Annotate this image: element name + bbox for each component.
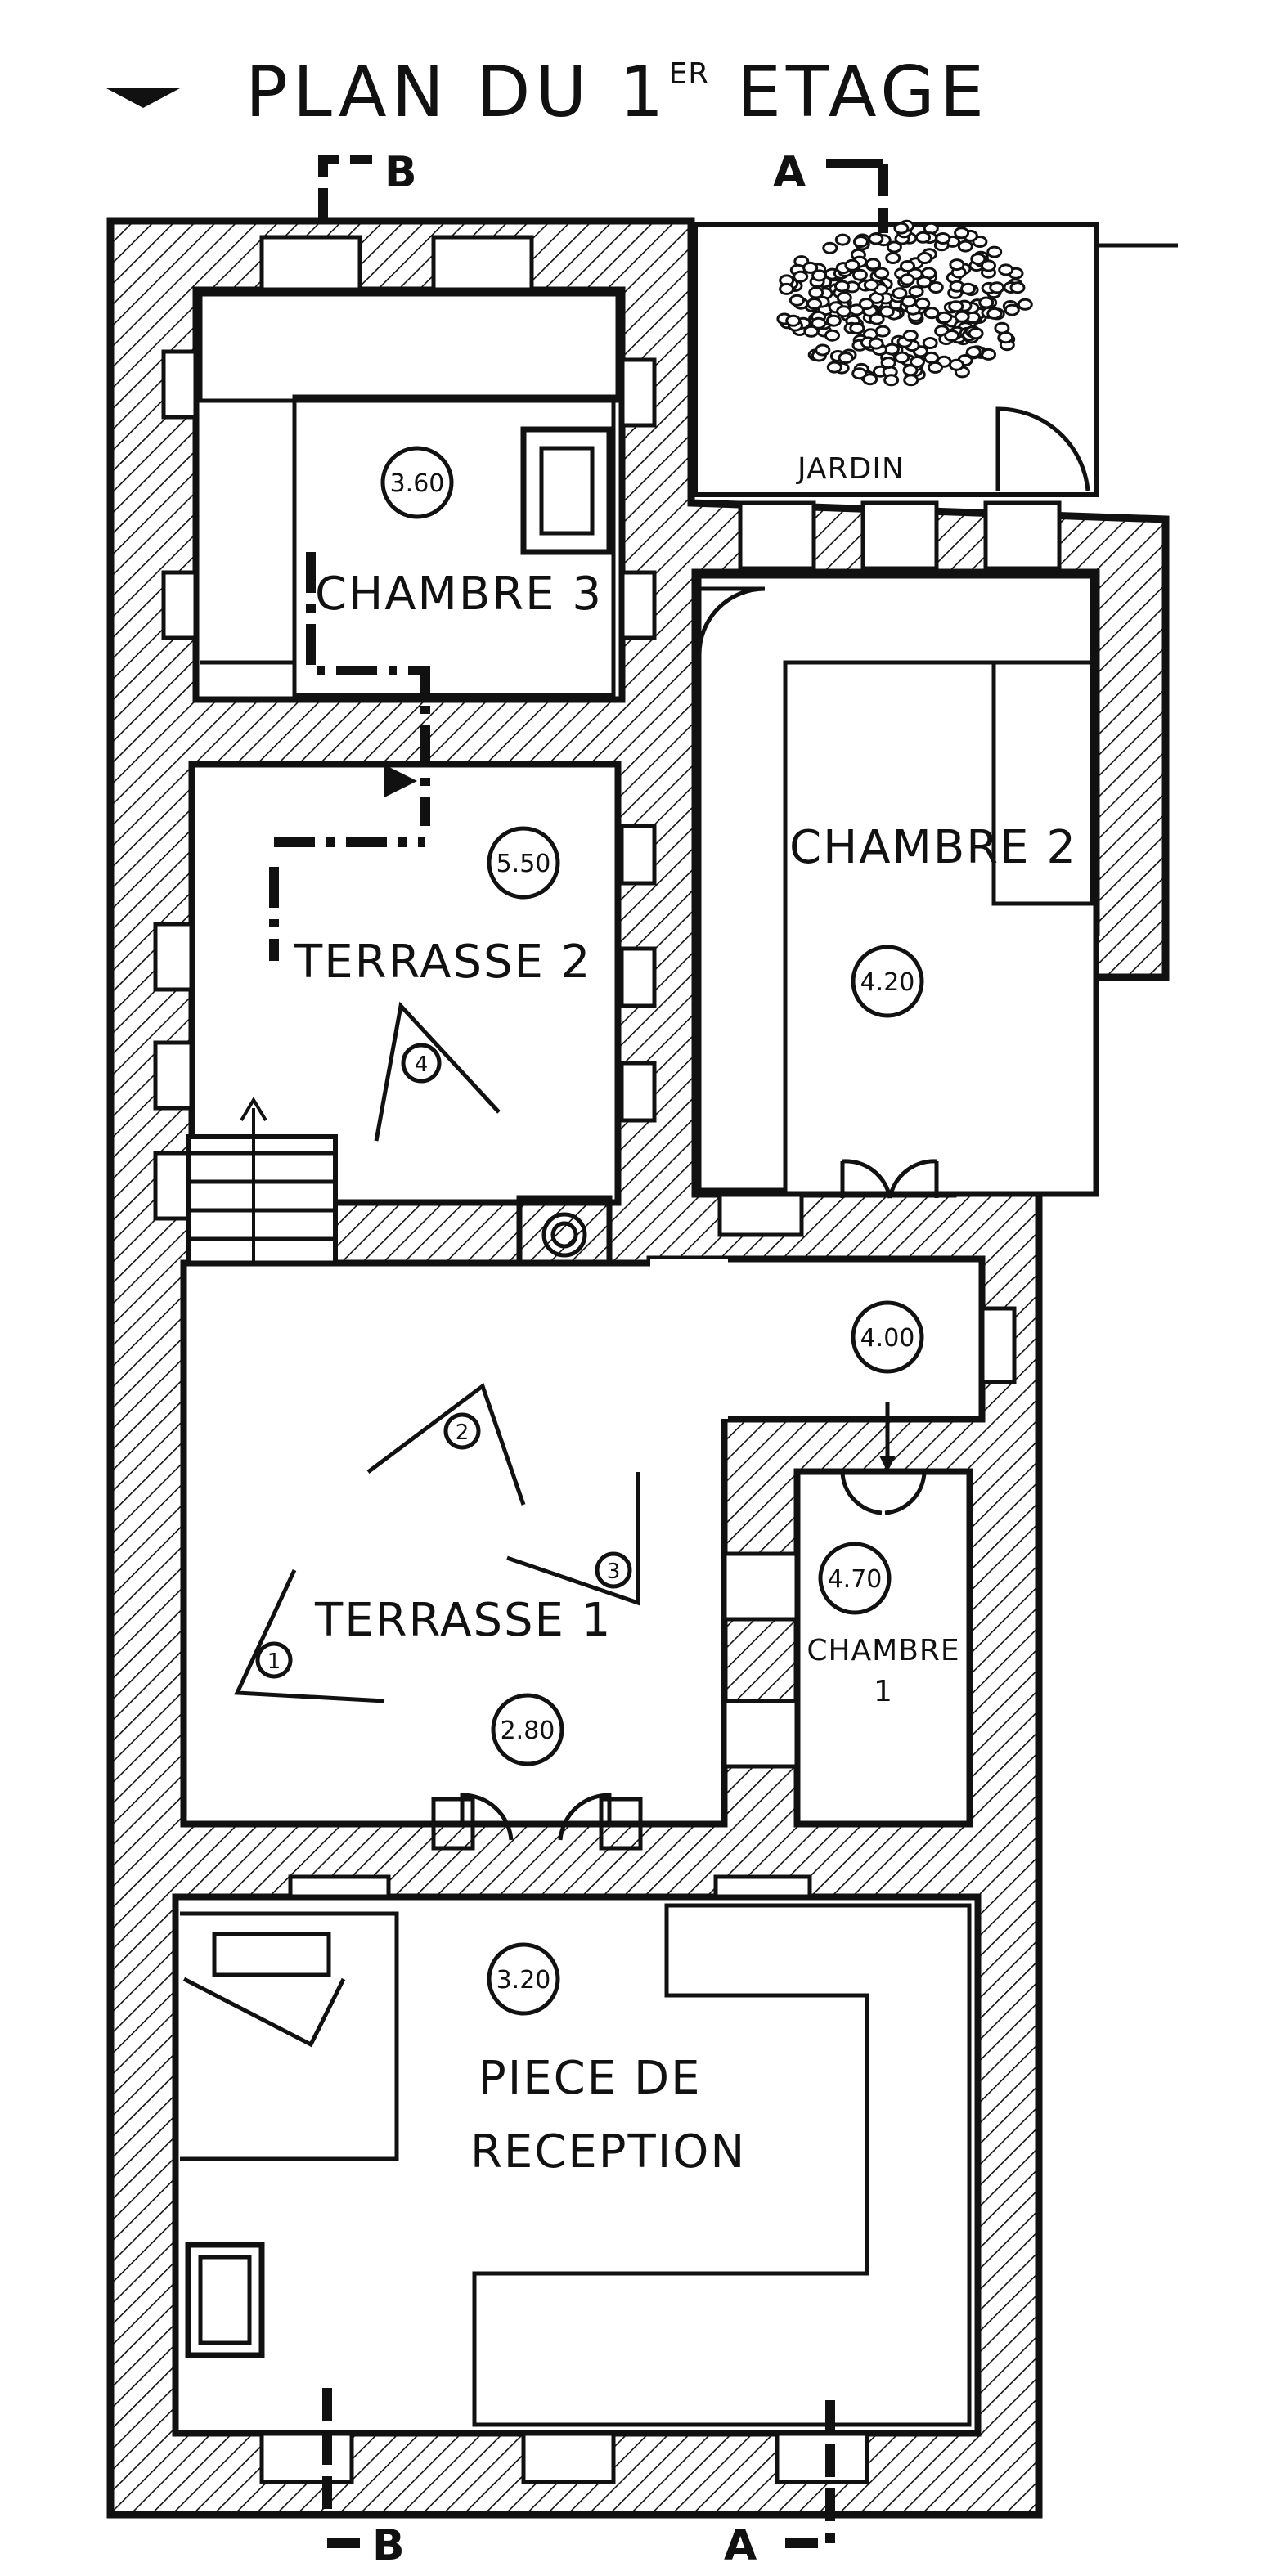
room-label-chambre1-number: 1 [874,1675,893,1708]
svg-text:1: 1 [267,1649,281,1674]
window-opening [153,922,195,992]
svg-text:B: B [384,148,417,197]
room-reception: PIECE DE RECEPTION 3.20 [173,1894,981,2436]
double-door-icon [431,1793,643,1851]
window-opening [738,500,816,571]
svg-text:A: A [724,2521,757,2570]
window-opening [619,946,657,1008]
svg-text:4.70: 4.70 [828,1565,883,1594]
viewpoint-3-icon: 3 [506,1472,640,1606]
terrasse1-right-cut [650,1259,728,1419]
svg-text:2.80: 2.80 [501,1717,555,1745]
chest-icon [185,2242,265,2358]
window-opening [983,500,1062,571]
svg-text:B: B [372,2521,405,2570]
bed-icon [180,1911,399,2161]
window-opening [721,1699,800,1769]
window-opening [619,570,657,640]
bench-chambre2 [697,574,1094,1192]
window-opening [860,500,939,571]
viewpoint-1-icon: 1 [234,1568,385,1703]
level-landing: 4.00 [851,1300,924,1374]
room-label-chambre2: CHAMBRE 2 [789,821,1077,874]
title-end: ETAGE [709,52,989,133]
chambre3-inner [292,394,616,698]
window-opening [259,235,362,293]
title-superscript: ER [668,57,709,91]
window-opening [619,1061,657,1123]
window-opening [775,2430,869,2484]
svg-text:3: 3 [607,1560,621,1584]
viewpoint-4-icon: 4 [374,1001,501,1142]
level-chambre2: 4.20 [851,945,924,1018]
bench-reception [472,1903,972,2427]
viewpoint-2-icon: 2 [366,1382,526,1506]
svg-text:3.60: 3.60 [390,469,445,498]
window-opening [161,570,199,640]
section-b-mid [269,552,430,961]
room-chambre1: CHAMBRE 1 4.70 [794,1402,973,1827]
window-opening [721,1551,800,1622]
level-chambre1: 4.70 [818,1542,892,1615]
room-terrasse1: TERRASSE 1 2.80 1 2 3 [181,1259,728,1851]
room-label-jardin: JARDIN [796,452,905,486]
section-b-top: B [318,148,417,221]
window-opening [619,357,657,428]
section-a-bottom: A [724,2400,835,2570]
door-chambre1-icon [840,1402,927,1515]
bench-chambre3 [198,292,620,403]
plan-title: PLAN DU 1ER ETAGE [106,52,989,133]
window-opening [619,824,657,886]
section-arrow-icon [384,765,417,797]
level-reception: 3.20 [487,1942,560,2016]
svg-text:4.20: 4.20 [860,968,915,997]
room-chambre3: CHAMBRE 3 3.60 [193,287,625,702]
window-opening [979,1306,1017,1384]
room-label-reception-line2: RECEPTION [470,2125,746,2179]
garden: JARDIN [693,219,1178,497]
svg-text:A: A [773,148,806,197]
svg-text:2: 2 [456,1420,470,1445]
door-icon [697,586,939,1199]
room-label-chambre1: CHAMBRE [806,1634,959,1667]
level-terrasse1: 2.80 [491,1693,564,1766]
window-opening [161,349,199,420]
room-label-chambre3: CHAMBRE 3 [315,568,603,621]
title-main: PLAN DU 1 [245,52,668,133]
room-label-terrasse1: TERRASSE 1 [314,1594,612,1647]
window-opening [717,1192,804,1237]
garden-gate-arc [995,406,1090,491]
level-terrasse2: 5.50 [487,826,560,900]
section-lines: B A B A [269,148,888,2570]
room-label-terrasse2: TERRASSE 2 [294,936,591,989]
svg-text:3.20: 3.20 [496,1966,551,1995]
window-opening [259,2430,354,2484]
window-opening [431,235,534,293]
section-b-bottom: B [322,2388,405,2570]
title-arrow-icon [106,88,180,108]
svg-text:PLAN DU 1ER ETAGE: PLAN DU 1ER ETAGE [245,52,989,133]
window-opening [521,2430,616,2484]
svg-text:4: 4 [415,1052,429,1077]
svg-text:4.00: 4.00 [860,1324,915,1353]
room-chambre2: CHAMBRE 2 4.20 [692,569,1099,1199]
section-a-top: A [773,148,888,233]
tree-icon [776,219,1033,387]
table-icon [520,426,613,555]
svg-text:5.50: 5.50 [496,850,551,878]
level-chambre3: 3.60 [380,446,454,519]
room-label-reception-line1: PIECE DE [478,2052,701,2105]
window-opening [153,1040,195,1111]
bench-chambre2-right [991,660,1094,906]
